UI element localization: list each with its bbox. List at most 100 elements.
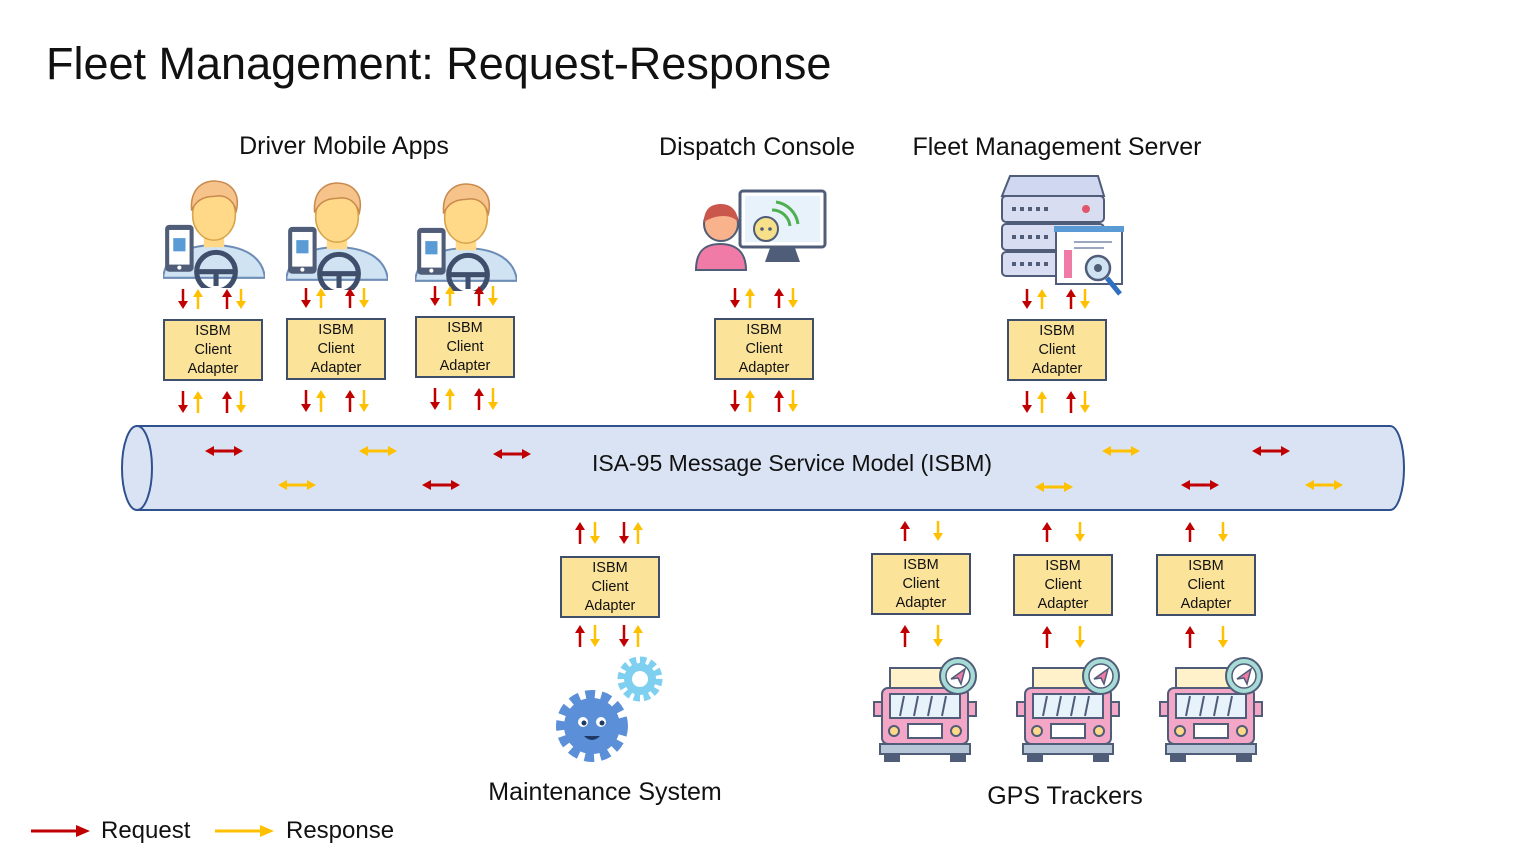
bus-request-arrow bbox=[493, 449, 531, 459]
dispatch-console-icon bbox=[694, 189, 827, 271]
driver-app-icon-2 bbox=[286, 183, 388, 293]
bus-response-arrow bbox=[359, 446, 397, 456]
response-arrow bbox=[590, 522, 600, 544]
response-arrow bbox=[445, 388, 455, 410]
legend-request-label: Request bbox=[101, 817, 191, 844]
bus-request-arrow bbox=[422, 480, 460, 490]
response-arrow bbox=[788, 390, 798, 412]
bus-response-arrow bbox=[1035, 482, 1073, 492]
request-arrow bbox=[730, 288, 740, 308]
bus-response-arrow bbox=[1305, 480, 1343, 490]
gps-tracker-truck-icon-2 bbox=[1015, 656, 1121, 764]
request-arrow bbox=[222, 391, 232, 413]
request-arrow bbox=[1042, 522, 1052, 542]
request-arrow bbox=[1022, 391, 1032, 413]
request-arrow bbox=[222, 289, 232, 309]
response-arrow bbox=[359, 288, 369, 308]
request-arrow bbox=[301, 390, 311, 412]
response-arrow bbox=[359, 390, 369, 412]
response-arrow bbox=[193, 289, 203, 309]
legend-request-arrow bbox=[31, 825, 90, 837]
request-arrow bbox=[301, 288, 311, 308]
request-arrow bbox=[1066, 391, 1076, 413]
bus-response-arrow bbox=[278, 480, 316, 490]
request-arrow bbox=[1185, 522, 1195, 542]
response-arrow bbox=[1080, 391, 1090, 413]
response-arrow bbox=[193, 391, 203, 413]
request-arrow bbox=[730, 390, 740, 412]
response-arrow bbox=[590, 625, 600, 647]
bus-request-arrow bbox=[1252, 446, 1290, 456]
response-arrow bbox=[788, 288, 798, 308]
request-arrow bbox=[345, 288, 355, 308]
request-arrow bbox=[900, 625, 910, 647]
request-arrow bbox=[1022, 289, 1032, 309]
response-arrow bbox=[236, 391, 246, 413]
fleet-server-label: Fleet Management Server bbox=[912, 133, 1202, 161]
gps-tracker-truck-icon-1 bbox=[872, 656, 978, 764]
response-arrow bbox=[488, 286, 498, 306]
response-arrow bbox=[933, 625, 943, 647]
response-arrow bbox=[445, 286, 455, 306]
request-arrow bbox=[178, 391, 188, 413]
driver-app-icon-1 bbox=[163, 181, 265, 291]
gps-trackers-label: GPS Trackers bbox=[987, 782, 1143, 810]
dispatch-console-label: Dispatch Console bbox=[659, 133, 855, 161]
bus-request-arrow bbox=[1181, 480, 1219, 490]
response-arrow bbox=[316, 288, 326, 308]
response-arrow bbox=[633, 625, 643, 647]
legend-response-arrow bbox=[215, 825, 274, 837]
response-arrow bbox=[1218, 626, 1228, 648]
request-arrow bbox=[1066, 289, 1076, 309]
response-arrow bbox=[745, 288, 755, 308]
response-arrow bbox=[1075, 522, 1085, 542]
request-arrow bbox=[619, 625, 629, 647]
request-arrow bbox=[178, 289, 188, 309]
request-arrow bbox=[774, 288, 784, 308]
vertical-arrows bbox=[178, 286, 1228, 648]
response-arrow bbox=[1080, 289, 1090, 309]
request-arrow bbox=[774, 390, 784, 412]
bus-request-arrow bbox=[205, 446, 243, 456]
fleet-server-icon bbox=[1000, 175, 1124, 296]
request-arrow bbox=[575, 625, 585, 647]
request-arrow bbox=[1185, 626, 1195, 648]
request-arrow bbox=[474, 388, 484, 410]
page-title: Fleet Management: Request-Response bbox=[46, 38, 832, 89]
response-arrow bbox=[745, 390, 755, 412]
request-arrow bbox=[900, 521, 910, 541]
bus-response-arrow bbox=[1102, 446, 1140, 456]
maintenance-gears-icon bbox=[556, 656, 663, 762]
response-arrow bbox=[633, 522, 643, 544]
request-arrow bbox=[1042, 626, 1052, 648]
response-arrow bbox=[1075, 626, 1085, 648]
maintenance-system-label: Maintenance System bbox=[488, 778, 722, 806]
request-arrow bbox=[430, 286, 440, 306]
bus-message-arrows bbox=[205, 446, 1343, 492]
isbm-bus bbox=[121, 425, 1405, 511]
isbm-bus-label: ISA-95 Message Service Model (ISBM) bbox=[591, 450, 993, 476]
gps-tracker-truck-icon-3 bbox=[1158, 656, 1264, 764]
response-arrow bbox=[236, 289, 246, 309]
legend-response-label: Response bbox=[286, 817, 395, 844]
request-arrow bbox=[575, 522, 585, 544]
driver-apps-label: Driver Mobile Apps bbox=[239, 132, 449, 160]
response-arrow bbox=[1037, 289, 1047, 309]
response-arrow bbox=[1037, 391, 1047, 413]
request-arrow bbox=[619, 522, 629, 544]
response-arrow bbox=[933, 521, 943, 541]
request-arrow bbox=[474, 286, 484, 306]
driver-app-icon-3 bbox=[415, 184, 517, 294]
request-arrow bbox=[345, 390, 355, 412]
response-arrow bbox=[1218, 522, 1228, 542]
request-arrow bbox=[430, 388, 440, 410]
